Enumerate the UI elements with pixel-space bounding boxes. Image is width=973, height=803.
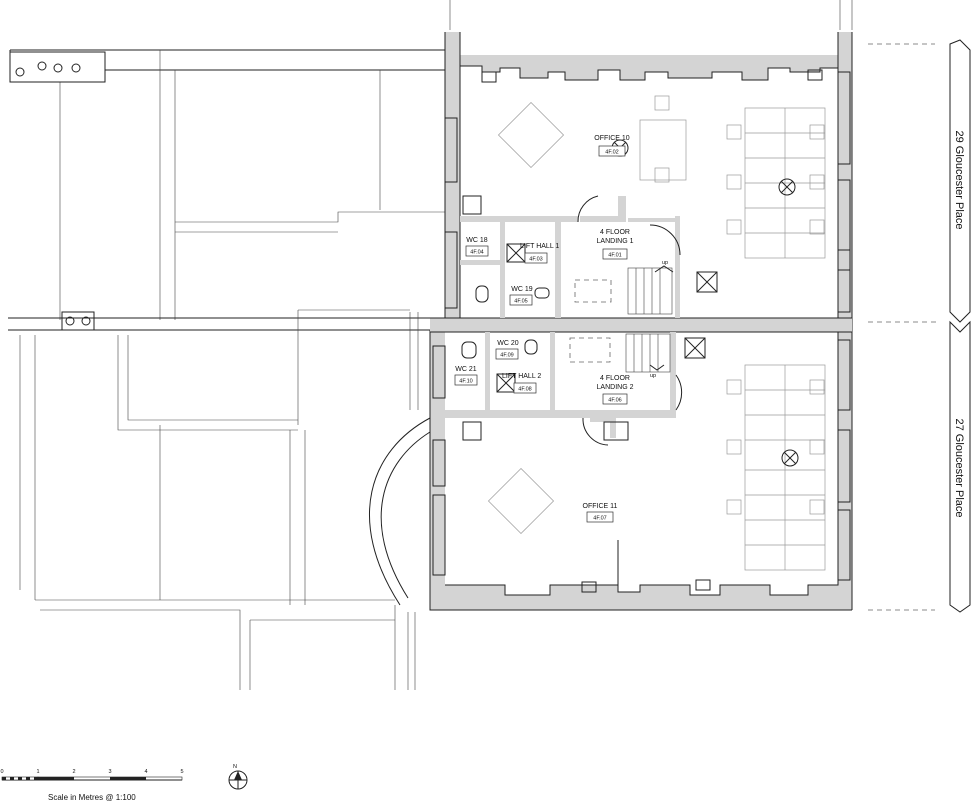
room-code-wc-21: 4F.10 <box>459 379 472 385</box>
room-wc-19: WC 19 4F.05 <box>509 286 533 306</box>
room-name-wc-19: WC 19 <box>511 286 533 293</box>
room-code-wc-19: 4F.05 <box>514 299 527 305</box>
scale-tick-2: 2 <box>72 769 75 775</box>
stair-up-marker-1: up <box>654 260 674 273</box>
room-code-lift-hall-1: 4F.03 <box>529 257 542 263</box>
street-boundary <box>868 39 971 613</box>
scale-tick-5: 5 <box>180 769 183 775</box>
room-name-lift-hall-1: LIFT HALL 1 <box>520 243 559 250</box>
north-arrow-icon: N <box>228 764 248 790</box>
room-wc-18: WC 18 4F.04 <box>465 237 489 257</box>
room-landing-2: 4 FLOOR LANDING 2 4F.06 <box>597 375 634 405</box>
scale-tick-1: 1 <box>36 769 39 775</box>
room-name-landing-1-line2: LANDING 1 <box>597 238 634 245</box>
room-lift-hall-1: LIFT HALL 1 4F.03 <box>520 243 559 264</box>
room-name-wc-18: WC 18 <box>466 237 488 244</box>
room-code-wc-20: 4F.09 <box>500 353 513 359</box>
room-name-wc-21: WC 21 <box>455 366 477 373</box>
room-code-landing-2: 4F.06 <box>608 398 621 404</box>
walls <box>429 32 853 611</box>
room-code-office-11: 4F.07 <box>593 516 606 522</box>
curved-bay <box>369 312 431 606</box>
room-wc-20: WC 20 4F.09 <box>495 340 519 360</box>
room-name-lift-hall-2: LIFT HALL 2 <box>502 373 541 380</box>
room-name-landing-2-line2: LANDING 2 <box>597 384 634 391</box>
room-office-11: OFFICE 11 4F.07 <box>583 503 618 523</box>
room-wc-21: WC 21 4F.10 <box>454 366 478 386</box>
room-lift-hall-2: LIFT HALL 2 4F.08 <box>502 373 541 394</box>
room-office-10: OFFICE 10 4F.02 <box>594 135 630 157</box>
stair-up-label-2: up <box>650 373 656 379</box>
scale-bar: 0 1 2 3 4 5 Scale in Metres @ 1:100 <box>0 769 183 802</box>
neighbouring-buildings <box>8 0 853 690</box>
stair-up-marker-2: up <box>649 364 665 379</box>
north-label: N <box>233 764 237 770</box>
room-code-landing-1: 4F.01 <box>608 253 621 259</box>
furniture <box>461 69 826 593</box>
room-name-landing-1-line1: 4 FLOOR <box>600 229 630 236</box>
room-landing-1: 4 FLOOR LANDING 1 4F.01 <box>597 229 634 260</box>
room-name-wc-20: WC 20 <box>497 340 519 347</box>
room-code-lift-hall-2: 4F.08 <box>518 387 531 393</box>
room-name-office-11: OFFICE 11 <box>583 503 618 510</box>
room-name-office-10: OFFICE 10 <box>594 135 630 142</box>
street-label-29: 29 Gloucester Place <box>953 130 965 229</box>
scale-label: Scale in Metres @ 1:100 <box>48 793 136 802</box>
room-name-landing-2-line1: 4 FLOOR <box>600 375 630 382</box>
stair-up-label-1: up <box>662 260 668 266</box>
scale-tick-0: 0 <box>0 769 3 775</box>
scale-tick-3: 3 <box>108 769 111 775</box>
room-code-wc-18: 4F.04 <box>470 250 483 256</box>
street-label-27: 27 Gloucester Place <box>953 418 965 517</box>
room-code-office-10: 4F.02 <box>605 150 618 156</box>
scale-tick-4: 4 <box>144 769 147 775</box>
